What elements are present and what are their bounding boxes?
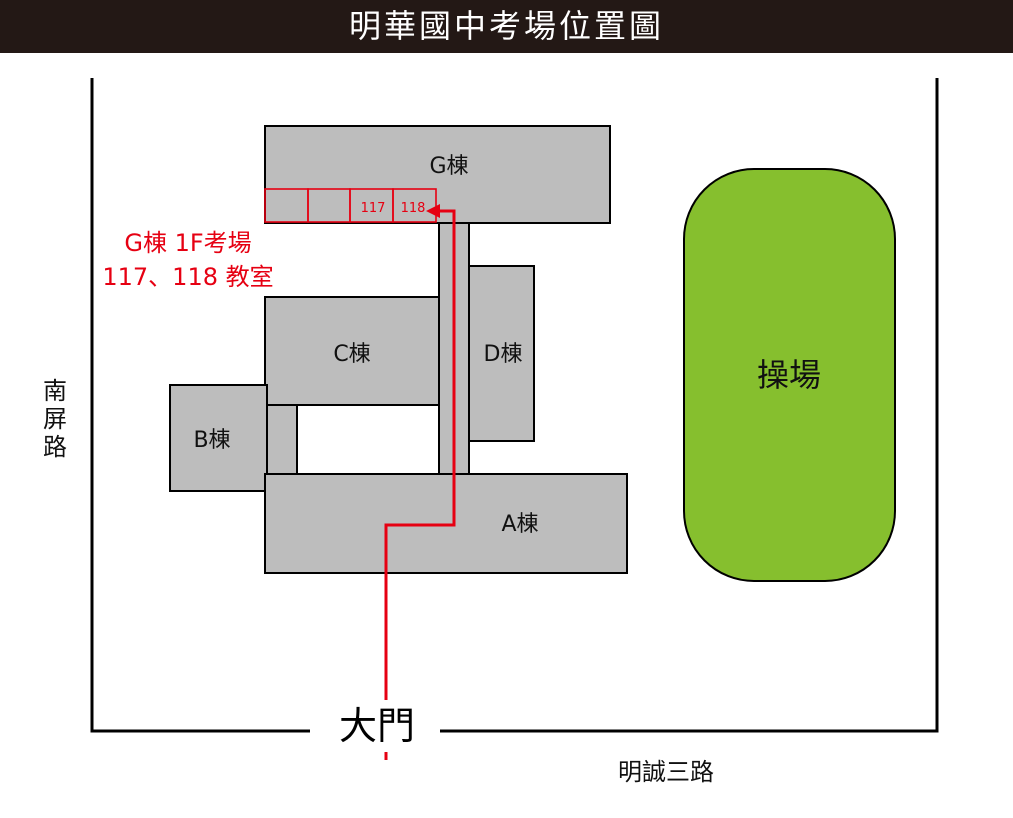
campus-boundary bbox=[90, 78, 310, 733]
exam-location-note: G棟 1F考場 117、118 教室 bbox=[84, 226, 292, 294]
playground-label: 操場 bbox=[757, 356, 821, 394]
room-118[interactable] bbox=[392, 188, 437, 223]
playground[interactable] bbox=[683, 168, 896, 582]
exam-note-line2: 117、118 教室 bbox=[102, 263, 274, 291]
road-left-label: 南屏路 bbox=[43, 377, 67, 461]
campus-boundary-right bbox=[440, 78, 939, 733]
room-118-label: 118 bbox=[401, 201, 426, 216]
corridor-b-link bbox=[266, 404, 298, 476]
room-117-label: 117 bbox=[361, 201, 386, 216]
page-title: 明華國中考場位置圖 bbox=[0, 0, 1013, 53]
exam-note-line1: G棟 1F考場 bbox=[124, 229, 252, 257]
building-g-label: G棟 bbox=[429, 154, 468, 179]
main-gate-label: 大門 bbox=[318, 700, 436, 752]
building-c-label: C棟 bbox=[333, 342, 370, 367]
building-a-label: A棟 bbox=[501, 512, 538, 537]
building-d-label: D棟 bbox=[484, 342, 523, 367]
road-bottom-label: 明誠三路 bbox=[618, 758, 714, 786]
route-arrow-icon bbox=[426, 204, 440, 218]
route-line bbox=[384, 209, 456, 760]
building-b-label: B棟 bbox=[193, 428, 230, 453]
building-c[interactable] bbox=[264, 296, 440, 406]
building-d[interactable] bbox=[468, 265, 535, 442]
